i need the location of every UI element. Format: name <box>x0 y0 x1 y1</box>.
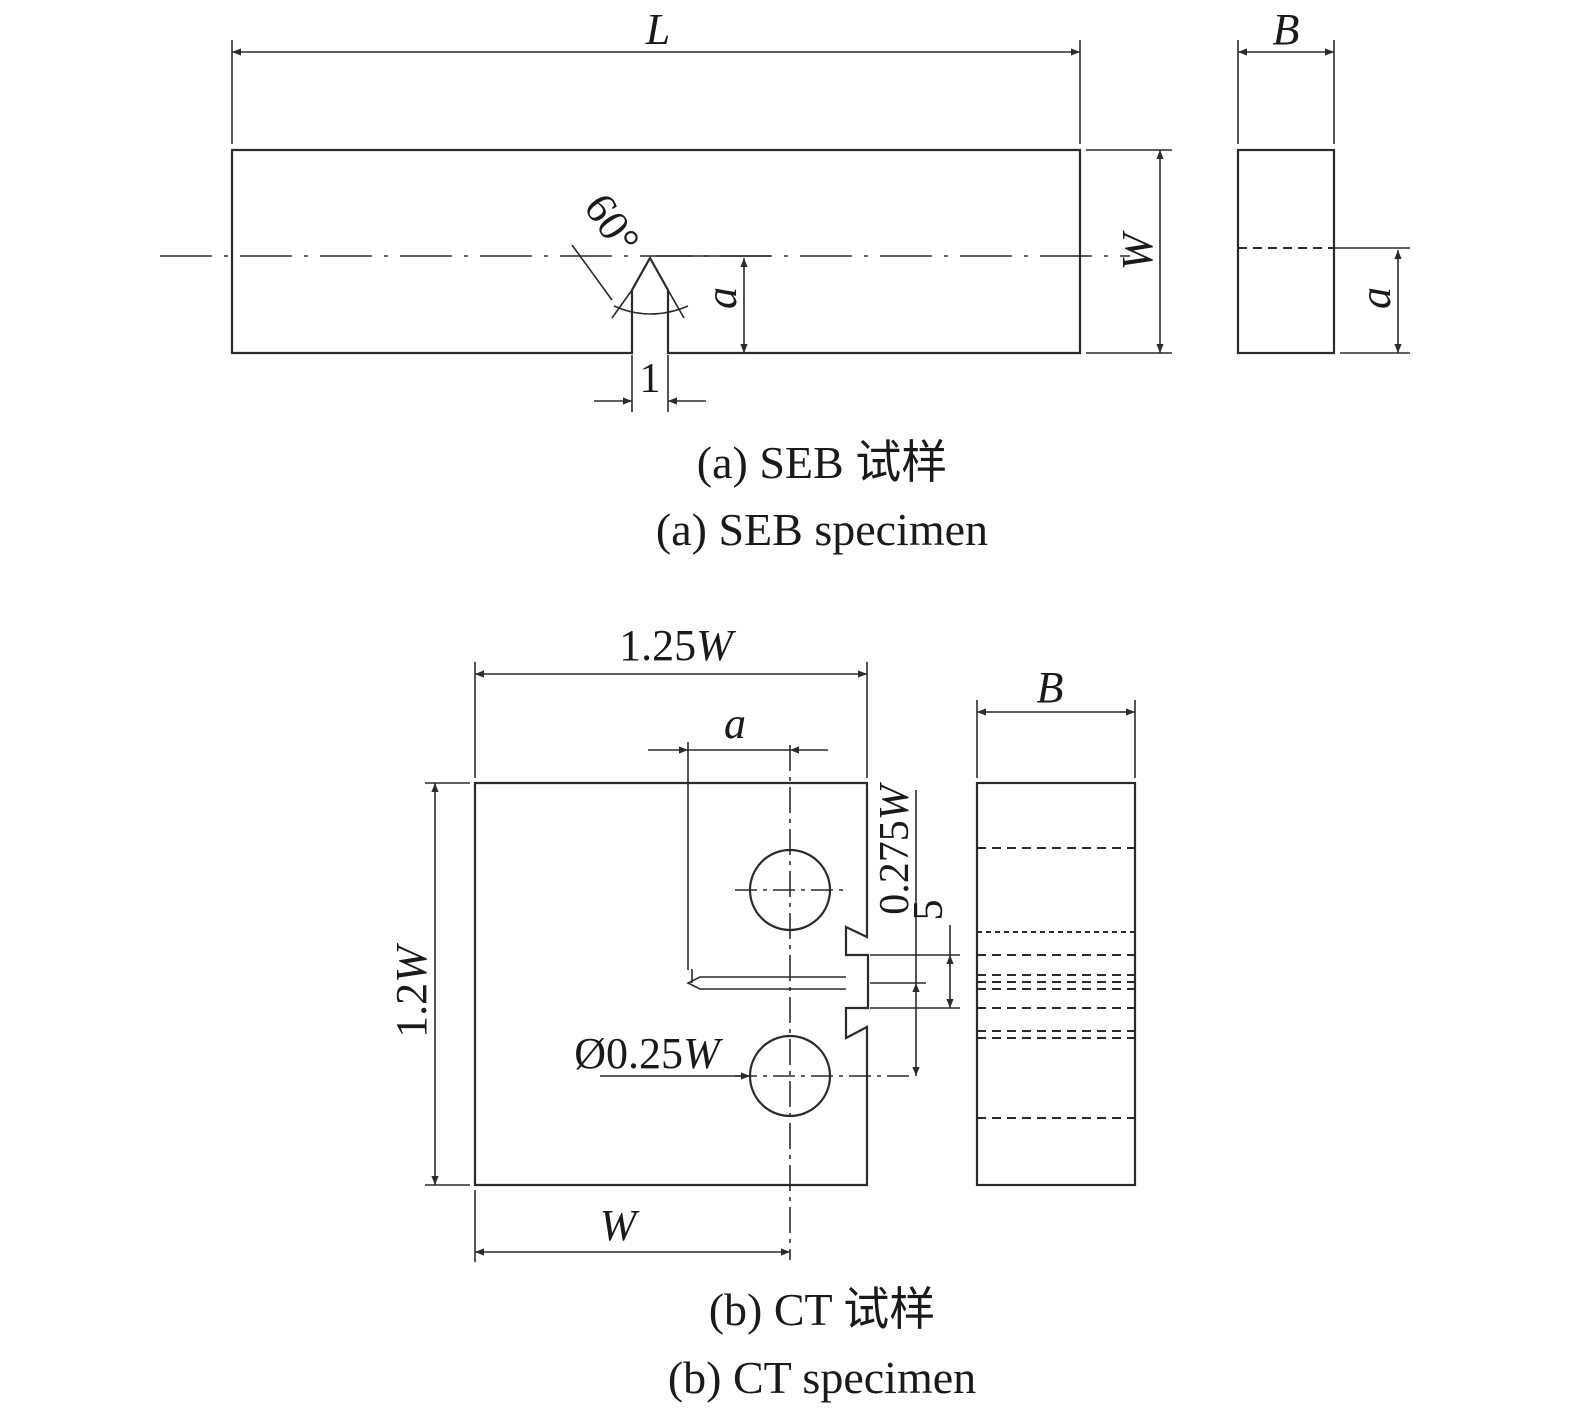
seb-angle-arc <box>613 305 689 315</box>
ct-hole-offset-label: 0.275W <box>872 781 918 915</box>
ct-side-view: B <box>975 663 1137 1187</box>
ct-width-label: W <box>600 1201 640 1250</box>
seb-angle-leader <box>571 244 613 301</box>
seb-angle-label: 60° <box>574 185 649 263</box>
ct-caption-en: (b) CT specimen <box>668 1352 976 1403</box>
seb-side-crack-label: a <box>1351 287 1400 309</box>
ct-caption-cn: (b) CT 试样 <box>709 1284 936 1335</box>
seb-caption-en: (a) SEB specimen <box>656 504 988 555</box>
ct-front-view: 1.25W a 1.2W 0.275W 5 Ø0.25W W <box>387 621 960 1262</box>
ct-thickness-label: B <box>1037 663 1064 712</box>
ct-crack-label: a <box>724 699 746 748</box>
ct-body-outline <box>473 781 870 1187</box>
ct-crack <box>686 976 846 990</box>
seb-side-view: B a <box>1236 5 1410 355</box>
seb-body-outline <box>230 148 1082 355</box>
seb-notch-extension-left <box>611 289 633 319</box>
seb-thickness-label: B <box>1273 5 1300 54</box>
ct-overall-width-label: 1.25W <box>619 621 736 670</box>
ct-side-outline <box>975 781 1137 1187</box>
ct-hole-diameter-label: Ø0.25W <box>574 1029 723 1078</box>
seb-length-label: L <box>645 5 670 54</box>
seb-crack-label: a <box>697 287 746 309</box>
seb-front-view: L W a 60° 1 <box>160 5 1172 412</box>
seb-width-label: W <box>1113 230 1162 270</box>
ct-notch-label: 5 <box>906 900 952 921</box>
seb-caption-cn: (a) SEB 试样 <box>697 437 947 488</box>
seb-notch-extension-right <box>667 289 685 319</box>
seb-side-outline <box>1236 148 1336 355</box>
ct-height-label: 1.2W <box>387 943 436 1038</box>
seb-notch-width-label: 1 <box>640 356 661 402</box>
